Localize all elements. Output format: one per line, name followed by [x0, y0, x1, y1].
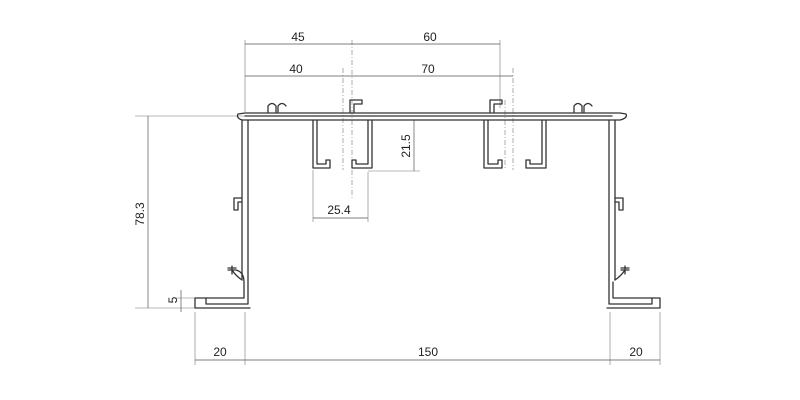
dim-top-left-upper: 45 [291, 30, 305, 44]
dim-channel-width: 25.4 [327, 203, 351, 217]
top-clip-center-right [489, 99, 503, 113]
top-clip-center-left [349, 99, 363, 113]
top-clip-right [573, 102, 593, 113]
dim-channel-depth: 21.5 [399, 134, 413, 158]
dim-top-right-lower: 70 [421, 62, 435, 76]
dim-bottom-left: 20 [213, 345, 227, 359]
extension-lines [135, 40, 661, 365]
profile-outline [194, 99, 661, 309]
right-side-tab [614, 197, 624, 211]
dim-lip-height: 5 [166, 296, 180, 303]
dim-bottom-right: 20 [629, 345, 643, 359]
left-wall [241, 119, 249, 281]
channel-left-inner [351, 119, 373, 169]
dim-overall-height: 78.3 [133, 202, 147, 226]
channel-left-outer [312, 119, 331, 169]
dim-top-left-lower: 40 [289, 62, 303, 76]
dim-bottom-center: 150 [418, 345, 438, 359]
top-clip-left [267, 102, 287, 113]
channel-right-inner [525, 119, 547, 169]
dimension-labels: 45 60 40 70 21.5 25.4 78.3 5 20 150 20 [133, 30, 643, 359]
channel-right-outer [483, 119, 503, 169]
right-wall [608, 119, 616, 281]
dim-top-right-upper: 60 [423, 30, 437, 44]
left-foot [205, 269, 249, 305]
left-side-tab [233, 197, 243, 211]
top-plate [236, 112, 628, 121]
dimension-lines [147, 43, 660, 361]
